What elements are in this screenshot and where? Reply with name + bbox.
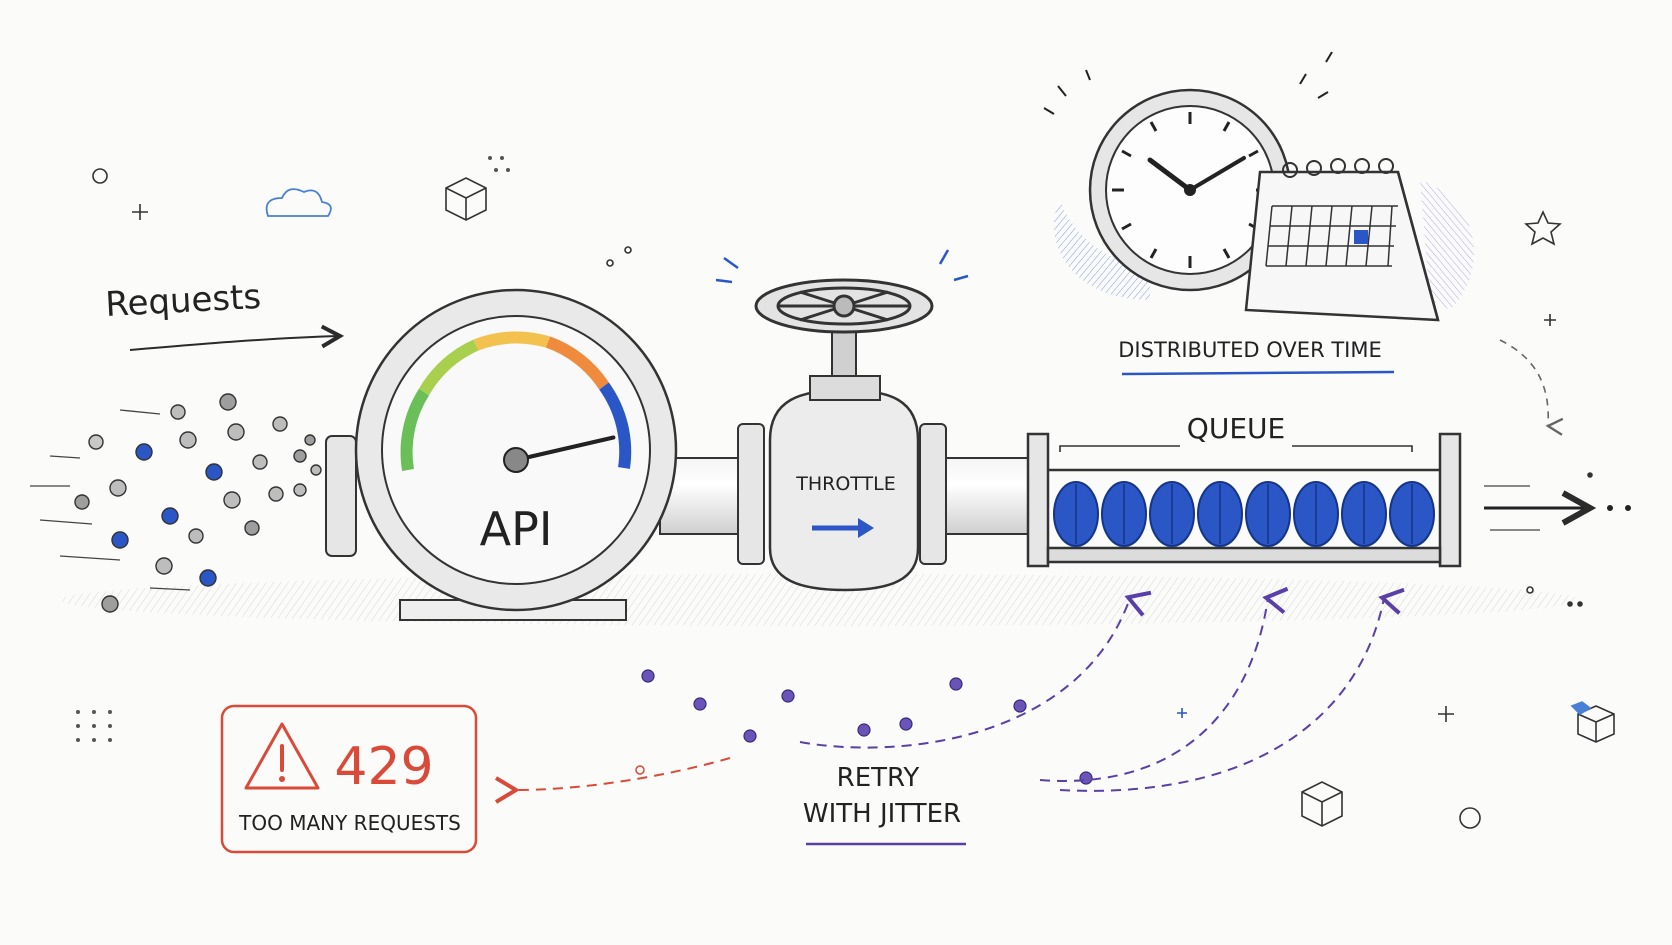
valve-emphasis-marks [716, 250, 968, 282]
queue-label: QUEUE [1187, 412, 1285, 445]
distributed-label: DISTRIBUTED OVER TIME [1118, 338, 1382, 362]
output-dots [1607, 505, 1631, 511]
api-label: API [480, 502, 553, 556]
distributed-underline [1122, 372, 1394, 374]
error-arrow [516, 758, 730, 790]
error-code: 429 [334, 737, 433, 797]
distributed-arrow [1500, 340, 1548, 426]
calendar-icon [1246, 159, 1438, 320]
error-text: TOO MANY REQUESTS [238, 811, 461, 835]
warning-icon [246, 724, 318, 788]
star-icon [1526, 212, 1560, 244]
request-particles [75, 394, 321, 612]
requests-arrow [130, 336, 340, 350]
queue-bracket [1060, 446, 1412, 452]
cube-icon [1302, 782, 1342, 826]
queue-items [1054, 482, 1434, 546]
retry-arrow [1040, 598, 1268, 781]
cloud-icon [267, 189, 331, 216]
error-dot [636, 766, 644, 774]
cube-icon [446, 178, 486, 220]
retry-label-line1: RETRY [837, 763, 920, 793]
valve-wheel-icon [756, 280, 932, 332]
requests-label: Requests [104, 277, 262, 325]
retry-label-line2: WITH JITTER [803, 799, 961, 829]
pipe-segment [940, 458, 1030, 534]
throttle-label: THROTTLE [795, 473, 896, 495]
gauge-hub [504, 448, 528, 472]
retry-arrow [1060, 598, 1384, 791]
cube-icon [1572, 702, 1614, 742]
valve-bonnet [810, 376, 880, 400]
